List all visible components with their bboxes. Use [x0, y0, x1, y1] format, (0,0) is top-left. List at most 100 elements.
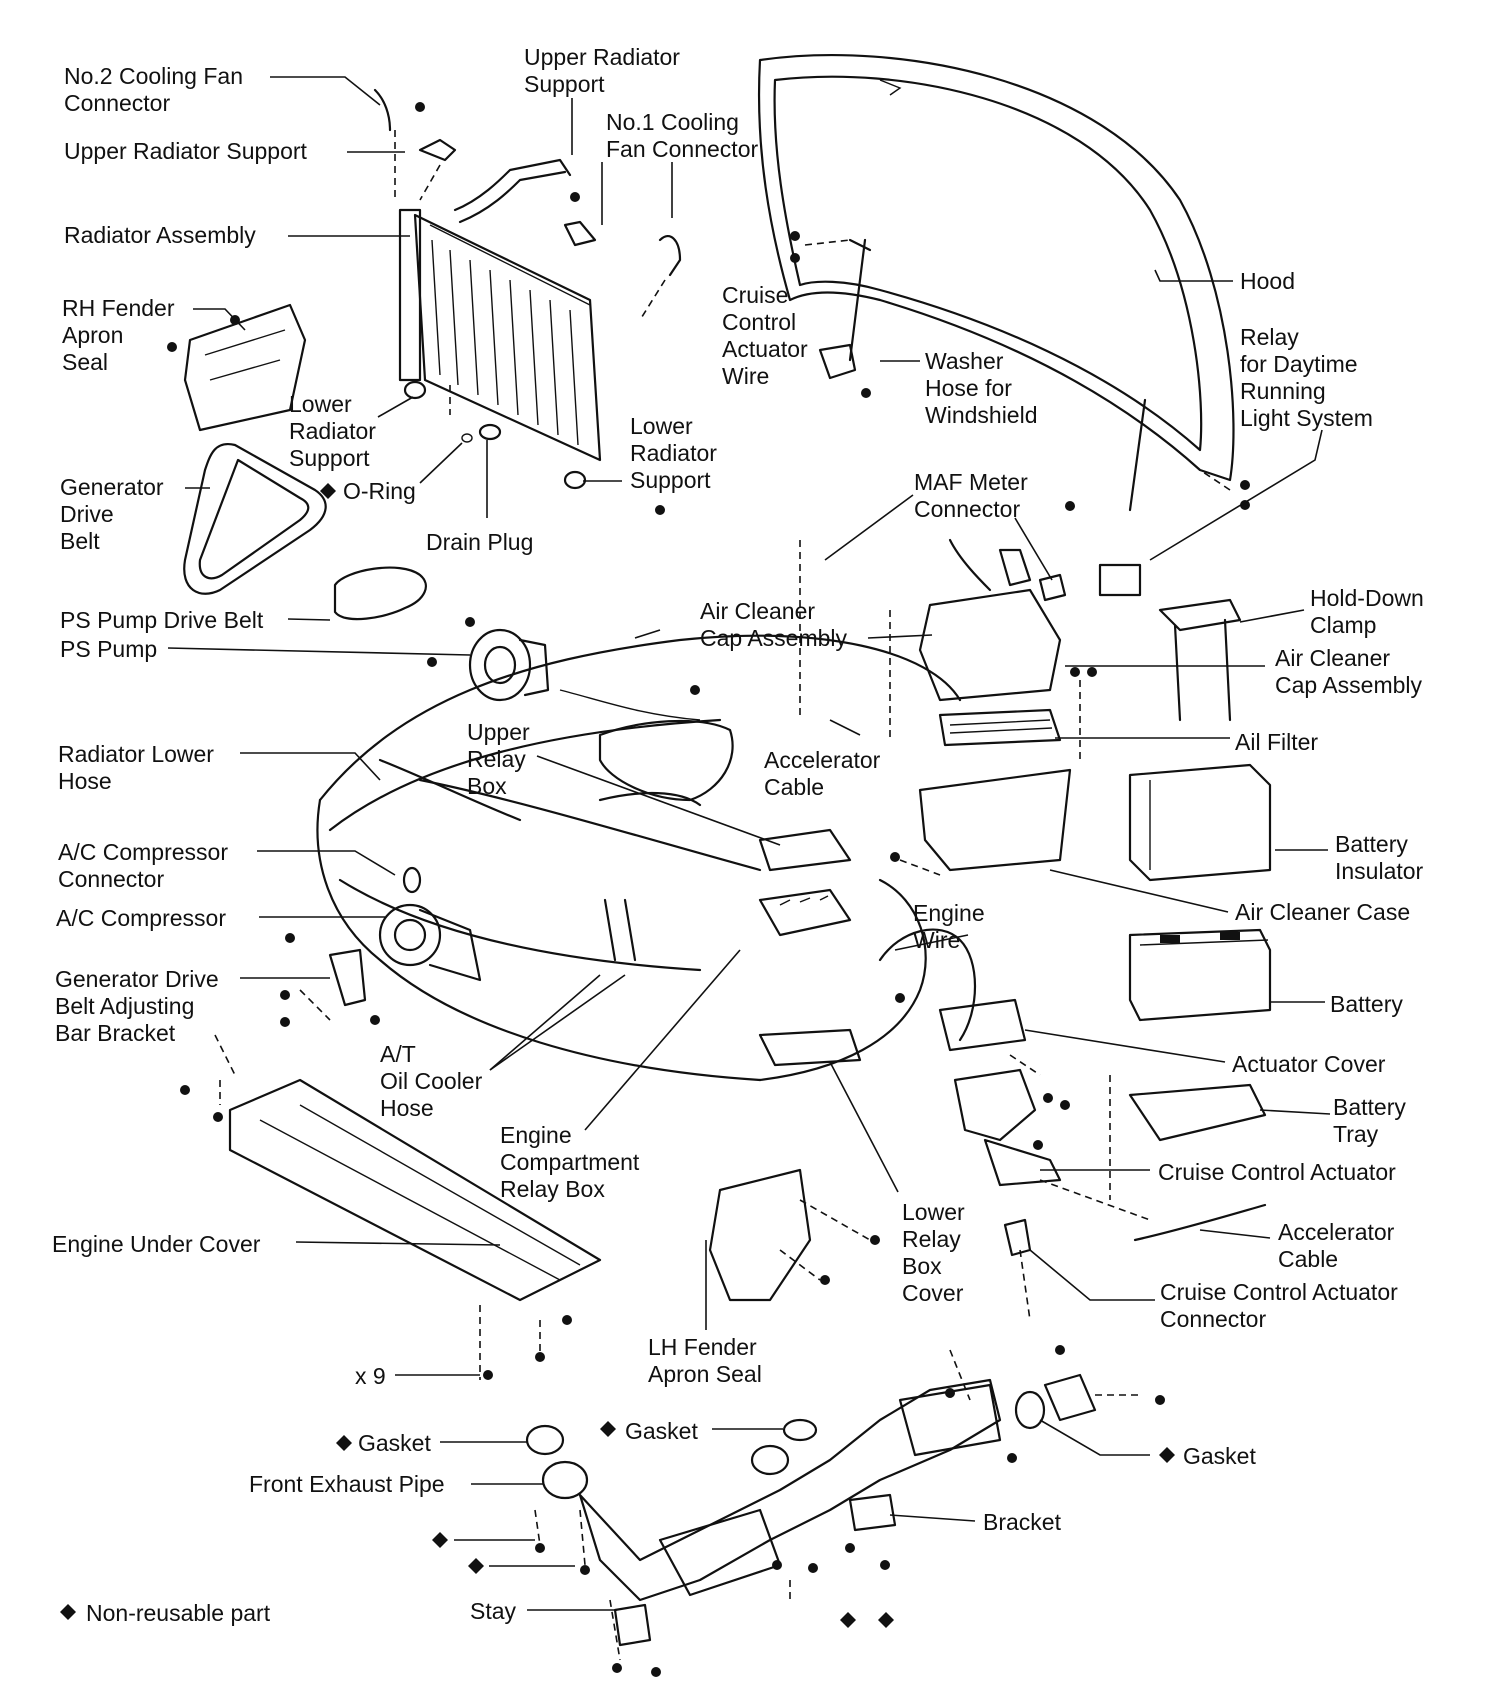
label-engine-compartment-relay-box-line-1: Engine — [500, 1122, 572, 1148]
label-lower-relay-box-cover-line-1: Lower — [902, 1199, 965, 1225]
label-drain-plug-line-1: Drain Plug — [426, 529, 533, 555]
label-relay-drl-line-3: Running — [1240, 378, 1326, 404]
label-bracket-line-1: Bracket — [983, 1509, 1062, 1535]
diamond-bolt-3 — [840, 1612, 856, 1628]
label-maf-meter-connector-line-2: Connector — [914, 496, 1020, 522]
hood-drawing — [757, 54, 1235, 512]
label-accelerator-cable-right-line-2: Cable — [1278, 1246, 1338, 1272]
battery-part — [1128, 928, 1272, 1022]
front-exhaust-pipe-part — [541, 1378, 1002, 1602]
label-washer-hose-line-3: Windshield — [925, 402, 1038, 428]
label-battery-line-1: Battery — [1330, 991, 1403, 1017]
label-lower-radiator-support-right-line-3: Support — [630, 467, 711, 493]
label-air-filter: Ail Filter — [1235, 729, 1318, 755]
air-cleaner-cap-part — [918, 538, 1062, 702]
ac-compressor-part — [378, 903, 482, 982]
label-ac-compressor-line-1: A/C Compressor — [56, 905, 226, 931]
label-ps-pump-drive-belt-line-1: PS Pump Drive Belt — [60, 607, 264, 633]
label-engine-compartment-relay-box-line-2: Compartment — [500, 1149, 640, 1175]
label-cruise-control-actuator-wire-line-2: Control — [722, 309, 796, 335]
label-cruise-control-actuator-wire-line-4: Wire — [722, 363, 769, 389]
maf-connector-part — [1038, 573, 1067, 602]
label-air-cleaner-cap-assembly-center-line-2: Cap Assembly — [700, 625, 848, 651]
label-battery-insulator-line-2: Insulator — [1335, 858, 1424, 884]
label-radiator-lower-hose-line-1: Radiator Lower — [58, 741, 214, 767]
gasket-right-part — [1014, 1390, 1046, 1430]
label-air-cleaner-cap-assembly-right-line-2: Cap Assembly — [1275, 672, 1423, 698]
diamond-gasket-left — [336, 1435, 352, 1451]
drain-plug-part — [478, 423, 502, 441]
label-gasket-center: Gasket — [625, 1418, 698, 1444]
bolts — [167, 102, 1250, 1677]
label-cruise-control-actuator-wire-line-1: Cruise — [722, 282, 788, 308]
label-battery-tray-line-1: Battery — [1333, 1094, 1406, 1120]
diamond-bolt-4 — [878, 1612, 894, 1628]
cruise-control-actuator-part — [953, 1068, 1062, 1187]
label-gasket-right: Gasket — [1183, 1443, 1256, 1469]
label-rh-fender-apron-seal-line-1: RH Fender — [62, 295, 175, 321]
actuator-cover-part — [938, 998, 1027, 1052]
label-at-oil-cooler-hose-line-3: Hose — [380, 1095, 434, 1121]
label-cruise-control-actuator-wire-line-3: Actuator — [722, 336, 808, 362]
label-no1-cooling-fan-connector-line-2: Fan Connector — [606, 136, 758, 162]
generator-bracket-part — [328, 948, 367, 1007]
label-accelerator-cable-center-line-2: Cable — [764, 774, 824, 800]
engine-compartment-relay-box-part — [758, 888, 852, 937]
label-lower-radiator-support-left-line-2: Radiator — [289, 418, 376, 444]
label-relay-drl-line-1: Relay — [1240, 324, 1299, 350]
ps-pump-drive-belt-part — [333, 566, 427, 621]
label-radiator-assembly: Radiator Assembly — [64, 222, 256, 248]
air-filter-part — [938, 708, 1062, 747]
label-upper-radiator-support-top-line-2: Support — [524, 71, 605, 97]
label-generator-drive-belt-line-2: Drive — [60, 501, 114, 527]
label-lower-relay-box-cover-line-3: Box — [902, 1253, 942, 1279]
label-accelerator-cable-right-line-1: Accelerator — [1278, 1219, 1395, 1245]
label-at-oil-cooler-hose-line-2: Oil Cooler — [380, 1068, 483, 1094]
label-front-exhaust-pipe: Front Exhaust Pipe — [249, 1471, 445, 1497]
label-o-ring-line-1: O-Ring — [343, 478, 416, 504]
label-lower-relay-box-cover-line-4: Cover — [902, 1280, 964, 1306]
diamond-gasket-right — [1159, 1447, 1175, 1463]
label-hood-line-1: Hood — [1240, 268, 1295, 294]
generator-drive-belt-part — [183, 442, 327, 595]
label-air-cleaner-case-line-1: Air Cleaner Case — [1235, 899, 1410, 925]
diamond-legend — [60, 1604, 76, 1620]
diamond-markers — [60, 483, 1175, 1628]
label-legend-non-reusable-line-1: Non-reusable part — [86, 1600, 271, 1626]
label-upper-relay-box-line-3: Box — [467, 773, 507, 799]
vehicle-body-outline — [316, 634, 976, 1082]
diamond-bolt-2 — [468, 1558, 484, 1574]
label-engine-under-cover-line-1: Engine Under Cover — [52, 1231, 261, 1257]
label-stay-line-1: Stay — [470, 1598, 517, 1624]
label-engine-compartment-relay-box-line-3: Relay Box — [500, 1176, 605, 1202]
lower-radiator-support-left-part — [403, 380, 427, 400]
label-radiator-assembly-line-1: Radiator Assembly — [64, 222, 256, 248]
washer-hose-part — [818, 343, 857, 380]
label-cruise-control-actuator-connector-line-1: Cruise Control Actuator — [1160, 1279, 1398, 1305]
label-cruise-control-actuator-line-1: Cruise Control Actuator — [1158, 1159, 1396, 1185]
battery-insulator-part — [1128, 763, 1272, 882]
radiator-drawing — [398, 158, 602, 462]
label-air-cleaner-case: Air Cleaner Case — [1235, 899, 1410, 925]
hold-down-clamp-part — [1158, 598, 1242, 722]
label-engine-wire-line-1: Engine — [913, 900, 985, 926]
label-x9-line-1: x 9 — [355, 1363, 386, 1389]
install-dashes — [214, 130, 1231, 1661]
label-relay-drl-line-2: for Daytime — [1240, 351, 1358, 377]
